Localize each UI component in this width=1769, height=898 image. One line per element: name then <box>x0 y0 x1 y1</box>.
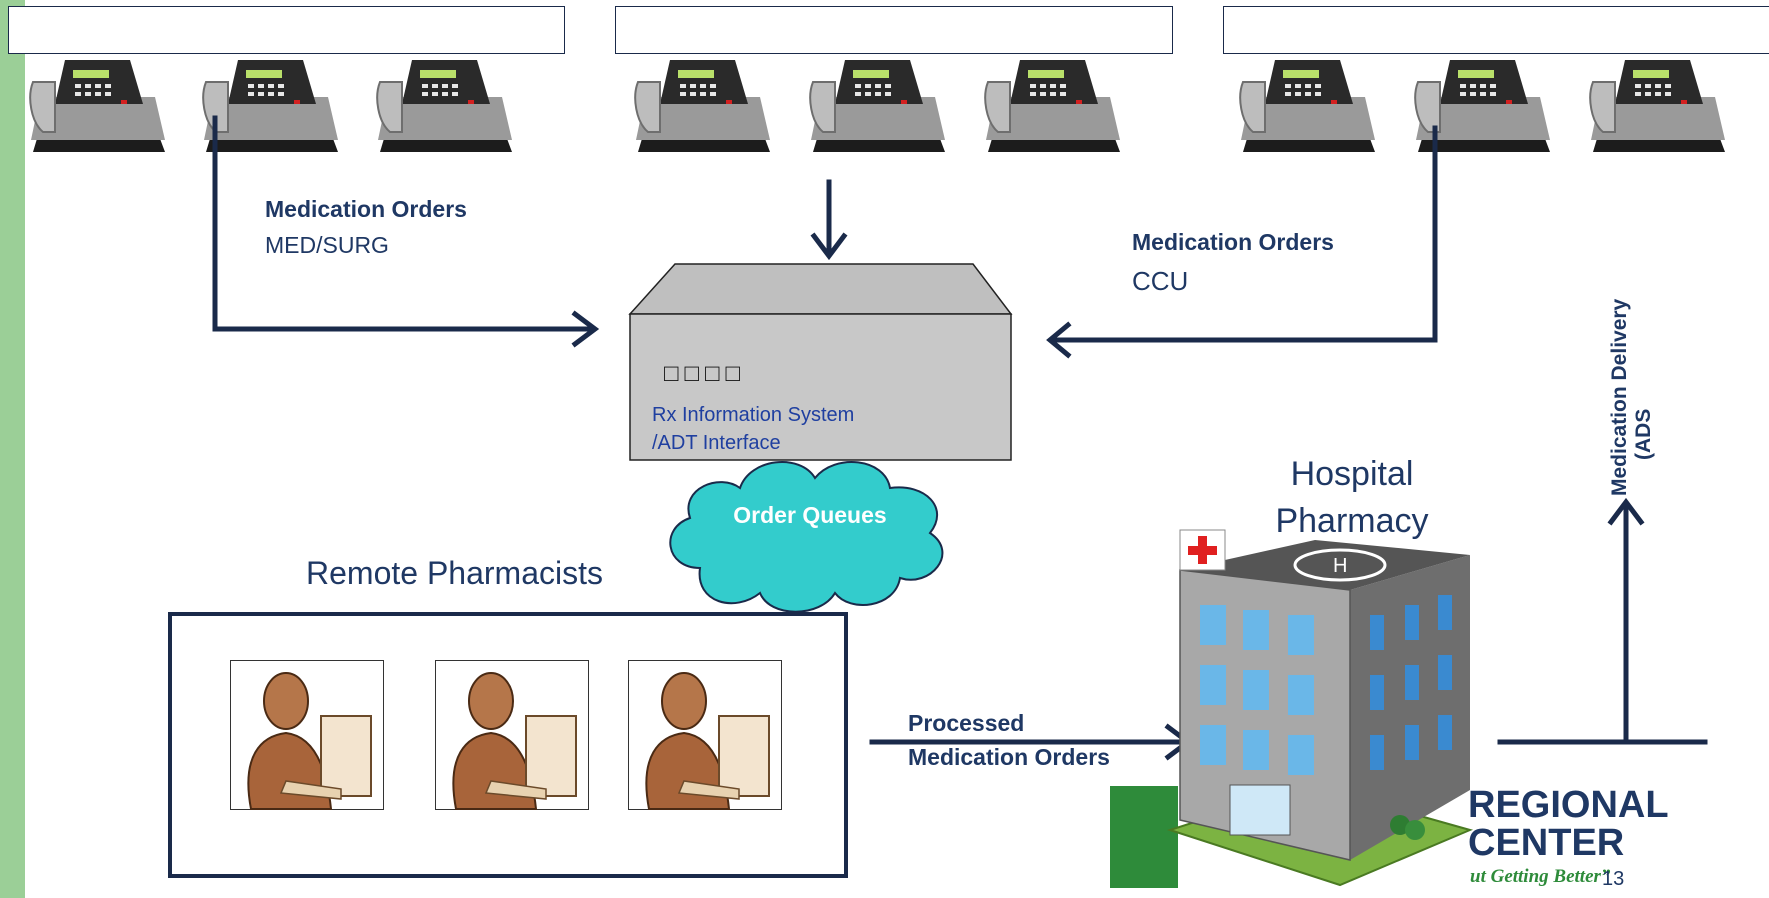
order-queues-cloud <box>669 461 944 613</box>
ccu-connector <box>1049 125 1438 343</box>
cloud-label: Order Queues <box>733 502 887 528</box>
logo-text-line1: REGIONAL <box>1468 784 1669 826</box>
pharmacist-card <box>230 660 384 810</box>
center-arrowhead <box>810 232 848 261</box>
svg-text:H: H <box>1333 555 1347 577</box>
regional-center-logo-mark <box>1110 786 1178 888</box>
hospital-label-line2: Pharmacy <box>1275 502 1429 540</box>
page-number: 13 <box>1602 868 1625 890</box>
fax-group-2-box <box>615 6 1173 54</box>
ccu-arrowhead <box>1046 321 1072 359</box>
ccu-label-unit: CCU <box>1132 266 1189 296</box>
delivery-label-wrapper: Medication Delivery (ADS <box>1608 296 1655 496</box>
pharmacist-card <box>628 660 782 810</box>
med-surg-arrowhead <box>571 310 600 348</box>
fax-group-1-box <box>8 6 565 54</box>
rx-server-icon <box>628 263 1013 461</box>
pharmacist-at-computer-icon <box>645 672 770 810</box>
med-surg-label-unit: MED/SURG <box>265 232 389 258</box>
delivery-label-line1: Medication Delivery <box>1608 298 1631 496</box>
hospital-building-icon: H <box>1166 529 1474 887</box>
hospital-label-line1: Hospital <box>1290 455 1414 493</box>
server-indicator-lights: □□□□ <box>664 360 746 387</box>
pharmacist-card <box>435 660 589 810</box>
processed-label-line2: Medication Orders <box>908 744 1110 770</box>
med-surg-connector <box>212 115 593 332</box>
ccu-label-bold: Medication Orders <box>1132 229 1334 255</box>
processed-label-line1: Processed <box>908 710 1025 736</box>
delivery-label-line2: (ADS <box>1632 408 1655 460</box>
med-surg-label-bold: Medication Orders <box>265 196 467 222</box>
pharmacist-at-computer-icon <box>452 672 577 810</box>
fax-group-3-box <box>1223 6 1769 54</box>
delivery-arrowhead <box>1607 497 1645 526</box>
remote-pharmacists-title: Remote Pharmacists <box>306 555 603 591</box>
logo-text-line2: CENTER <box>1468 822 1625 864</box>
logo-tagline: ut Getting Better” <box>1470 866 1611 887</box>
server-label-line1: Rx Information System <box>652 404 855 426</box>
server-label-line2: /ADT Interface <box>652 432 781 454</box>
pharmacist-at-computer-icon <box>247 672 372 810</box>
sidebar-strip <box>0 0 25 898</box>
